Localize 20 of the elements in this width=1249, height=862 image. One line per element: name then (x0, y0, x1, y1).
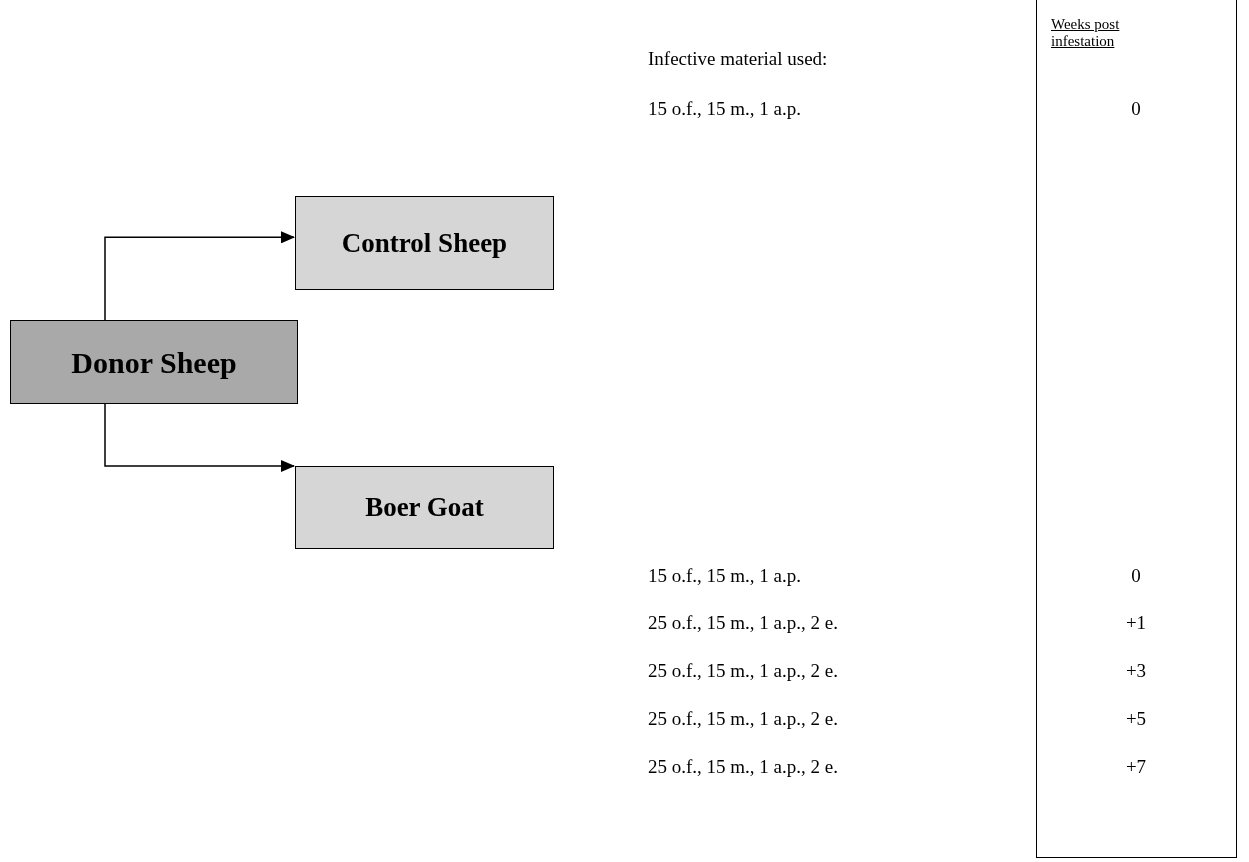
process-box: Control Sheep (295, 196, 554, 290)
material-text: 15 o.f., 15 m., 1 a.p. (648, 565, 802, 587)
process-box: Boer Goat (295, 466, 554, 549)
material-text: Infective material used: (648, 48, 828, 70)
process-box: Donor Sheep (10, 320, 298, 404)
material-text: 25 o.f., 15 m., 1 a.p., 2 e. (648, 708, 838, 730)
material-text: 25 o.f., 15 m., 1 a.p., 2 e. (648, 756, 838, 778)
week-number: +1 (1125, 612, 1147, 634)
week-number: 0 (1131, 565, 1141, 587)
week-number: +3 (1125, 660, 1147, 682)
connector-arrow (104, 403, 295, 472)
connector-arrow (104, 231, 295, 321)
material-text: 25 o.f., 15 m., 1 a.p., 2 e. (648, 660, 838, 682)
column-heading: Weeks post infestation (1051, 16, 1121, 50)
material-text: 15 o.f., 15 m., 1 a.p. (648, 98, 802, 120)
material-text: 25 o.f., 15 m., 1 a.p., 2 e. (648, 612, 838, 634)
week-number: +5 (1125, 708, 1147, 730)
week-number: +7 (1125, 756, 1147, 778)
week-number: 0 (1131, 98, 1141, 120)
table-column-frame (1036, 0, 1237, 858)
